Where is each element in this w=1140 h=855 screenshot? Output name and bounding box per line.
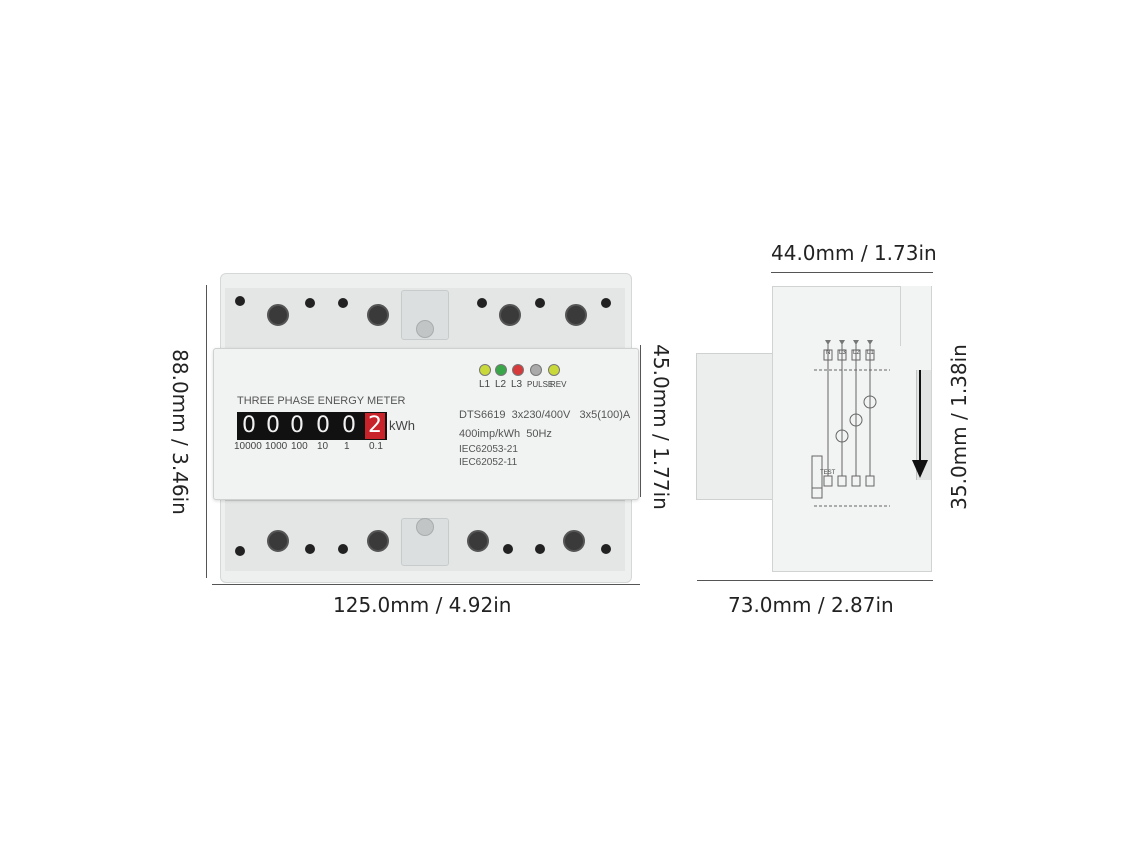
terminal-screw (235, 546, 245, 556)
terminal-screw (338, 298, 348, 308)
counter-digit: 0 (287, 413, 307, 439)
spec-line: IEC62052-11 (459, 457, 518, 468)
top-clip-hole (416, 320, 434, 338)
dim-side-top-width: 44.0mm / 1.73in (771, 241, 937, 265)
side-step (900, 286, 931, 346)
dim-front-height: 88.0mm / 3.46in (168, 349, 192, 515)
led-l3-indicator (512, 364, 524, 376)
dim-front-mid-height: 45.0mm / 1.77in (649, 344, 673, 510)
dim-line-side-width (697, 580, 933, 581)
terminal-label: L3 (839, 350, 846, 356)
side-view: N L3 L2 L1 TEST (690, 280, 940, 580)
spec-line: DTS6619 3x230/400V 3x5(100)A (459, 409, 631, 421)
terminal-screw (367, 530, 389, 552)
multiplier-label: 10 (317, 441, 329, 452)
multiplier-label: 100 (291, 441, 308, 452)
multiplier-label: 10000 (234, 441, 262, 452)
counter-unit: kWh (389, 418, 415, 433)
terminal-screw (267, 304, 289, 326)
terminal-screw (305, 298, 315, 308)
counter-digit-decimal: 2 (365, 413, 385, 439)
led-pulse-indicator (530, 364, 542, 376)
terminal-label: N (826, 350, 831, 356)
terminal-screw (305, 544, 315, 554)
terminal-screw (601, 544, 611, 554)
meter-title: THREE PHASE ENERGY METER (237, 395, 406, 407)
terminal-screw (338, 544, 348, 554)
terminal-screw (535, 298, 545, 308)
terminal-label: L2 (853, 350, 860, 356)
test-label: TEST (820, 470, 836, 476)
counter-digit: 0 (313, 413, 333, 439)
front-view: THREE PHASE ENERGY METER 0 0 0 0 0 2 kWh… (205, 268, 645, 588)
terminal-screw (235, 296, 245, 306)
terminal-screw (563, 530, 585, 552)
dim-side-width: 73.0mm / 2.87in (728, 593, 894, 617)
dim-line-front-height (206, 285, 207, 578)
multiplier-label: 0.1 (369, 441, 383, 452)
dim-line-front-mid-height (640, 345, 641, 497)
led-l2-indicator (495, 364, 507, 376)
spec-line: 400imp/kWh 50Hz (459, 428, 552, 440)
terminal-screw (601, 298, 611, 308)
wiring-diagram (811, 340, 890, 507)
terminal-screw (535, 544, 545, 554)
counter-digit: 0 (339, 413, 359, 439)
led-l1-indicator (479, 364, 491, 376)
spec-line: IEC62053-21 (459, 444, 518, 455)
counter-digit: 0 (239, 413, 259, 439)
bottom-clip-hole (416, 518, 434, 536)
led-label: PULSE (527, 380, 554, 389)
terminal-screw (503, 544, 513, 554)
arrow-down-icon (912, 460, 928, 478)
terminal-screw (467, 530, 489, 552)
led-label: L3 (511, 379, 523, 390)
counter-digit: 0 (263, 413, 283, 439)
side-front-protrusion (696, 353, 776, 500)
led-label: L2 (495, 379, 507, 390)
dim-front-width: 125.0mm / 4.92in (333, 593, 512, 617)
led-label: L1 (479, 379, 491, 390)
dim-side-rail-height: 35.0mm / 1.38in (947, 344, 971, 510)
terminal-screw (565, 304, 587, 326)
led-label: REV (550, 380, 567, 389)
multiplier-label: 1 (344, 441, 350, 452)
terminal-screw (499, 304, 521, 326)
led-rev-indicator (548, 364, 560, 376)
terminal-label: L1 (867, 350, 874, 356)
terminal-screw (477, 298, 487, 308)
terminal-screw (267, 530, 289, 552)
multiplier-label: 1000 (265, 441, 288, 452)
dim-line-front-width (212, 584, 640, 585)
terminal-screw (367, 304, 389, 326)
counter: 0 0 0 0 0 2 (237, 412, 387, 440)
rail-arrow-line (919, 370, 921, 466)
dim-line-side-top-width (771, 272, 933, 273)
